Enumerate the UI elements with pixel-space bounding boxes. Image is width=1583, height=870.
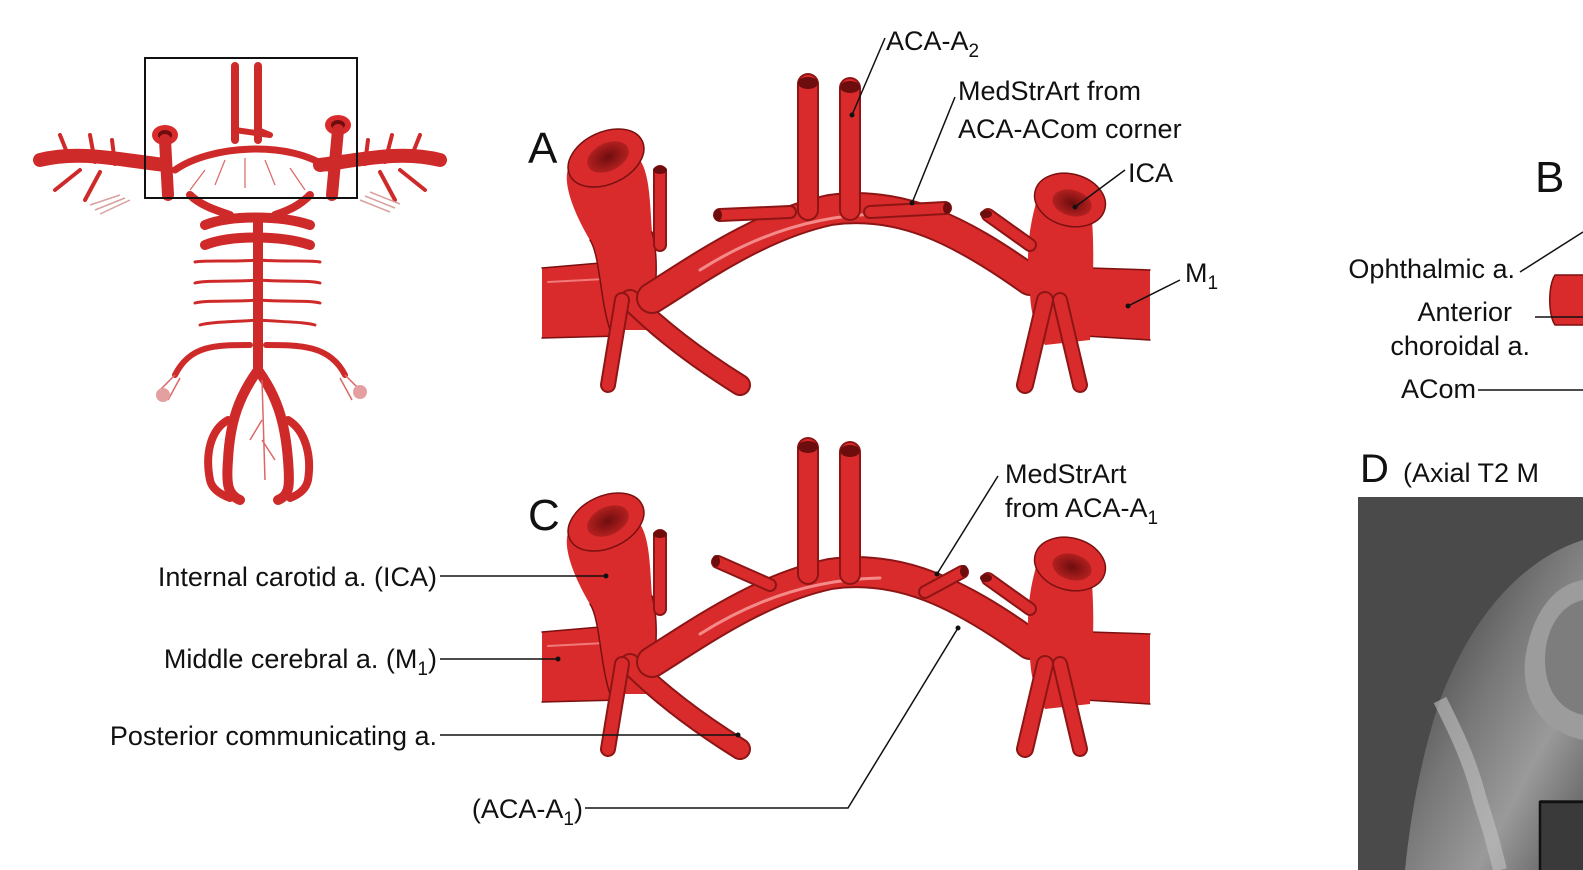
label-medstrart-acom-line2: ACA-ACom corner (958, 114, 1182, 144)
label-internal-carotid: Internal carotid a. (ICA) (158, 562, 437, 592)
panel-c-diagram (541, 437, 1151, 760)
label-choroidal: choroidal a. (1390, 331, 1530, 361)
panel-letter-c: C (528, 491, 560, 540)
label-aca-a1: (ACA-A1) (472, 794, 583, 830)
label-medstrart-a1-line2: from ACA-A1 (1005, 493, 1158, 529)
label-medstrart-a1-line1: MedStrArt (1005, 459, 1127, 489)
panel-letter-a: A (528, 124, 558, 173)
panel-b-diagram (1549, 274, 1583, 326)
label-middle-cerebral: Middle cerebral a. (M1) (164, 644, 437, 680)
circle-of-willis-thumbnail (33, 57, 447, 505)
label-anterior: Anterior (1417, 297, 1512, 327)
panel-d-mri-image (1358, 497, 1583, 870)
leader-lines (440, 37, 1583, 809)
label-ophthalmic: Ophthalmic a. (1348, 254, 1515, 284)
panel-letter-d: D (1360, 447, 1389, 491)
label-m1: M1 (1185, 258, 1218, 294)
label-posterior-communicating: Posterior communicating a. (110, 721, 437, 751)
label-acom: ACom (1401, 374, 1476, 404)
label-ica: ICA (1128, 158, 1173, 188)
panel-letter-b: B (1535, 153, 1564, 202)
panel-a-diagram (541, 73, 1151, 396)
label-aca-a2: ACA-A2 (886, 26, 979, 62)
inset-box (144, 57, 358, 199)
panel-d-caption: (Axial T2 M (1403, 458, 1539, 488)
label-medstrart-acom-line1: MedStrArt from (958, 76, 1141, 106)
